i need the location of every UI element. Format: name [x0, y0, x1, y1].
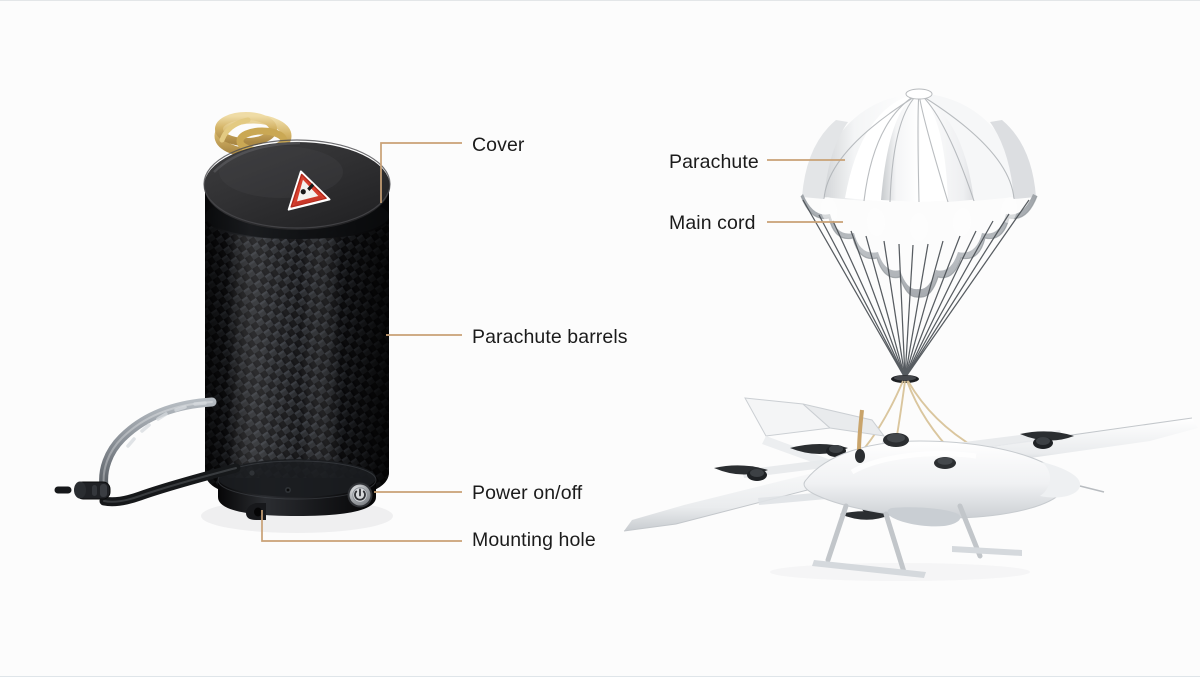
release-cord — [857, 409, 864, 453]
leader-mounting-hole — [261, 510, 462, 542]
cable-connector — [54, 481, 111, 500]
callout-label-parachute-barrels: Parachute barrels — [472, 326, 628, 348]
skid-rail — [952, 546, 1022, 556]
left-leader-lines — [261, 142, 462, 542]
parachute-canopy — [800, 88, 1038, 383]
confluence-link — [891, 375, 919, 383]
callout-label-mounting-hole: Mounting hole — [472, 529, 596, 551]
cable-assembly — [54, 397, 241, 507]
uav-aircraft — [623, 397, 1198, 581]
rotor-assembly — [714, 431, 1074, 520]
rotor-blade — [840, 511, 890, 520]
rotor-blade — [1020, 431, 1074, 441]
skid-rail — [812, 560, 926, 578]
callout-label-parachute: Parachute — [669, 151, 759, 173]
cord-anchor — [855, 449, 865, 463]
grey-cable — [99, 397, 217, 491]
callout-label-main-cord: Main cord — [669, 212, 756, 234]
v-tail-left — [745, 398, 830, 436]
payload-pod — [887, 507, 961, 527]
parachute-launcher-cylinder — [54, 112, 393, 533]
power-button — [347, 482, 373, 508]
callout-label-power-on-off: Power on/off — [472, 482, 583, 504]
skirt-lobes — [820, 197, 1018, 241]
nose-cone — [1040, 462, 1081, 498]
top-border-line — [0, 0, 1200, 1]
leader-cover — [380, 142, 462, 203]
black-cable — [99, 463, 241, 507]
pitot-tube — [1079, 485, 1105, 493]
canopy-apex — [905, 88, 933, 100]
fuselage — [804, 441, 1066, 518]
v-tail-right — [803, 404, 884, 436]
warning-sticker — [287, 170, 331, 211]
right-leader-lines — [767, 159, 845, 223]
callout-label-cover: Cover — [472, 134, 525, 156]
screw-head — [249, 470, 255, 476]
suspension-lines — [802, 199, 1030, 379]
